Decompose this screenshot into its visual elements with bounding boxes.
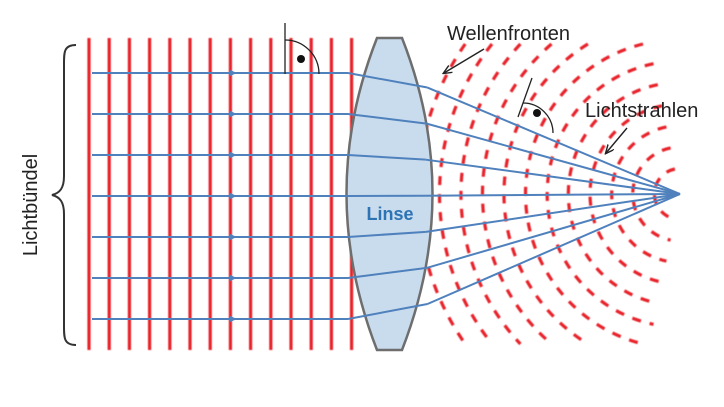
lens-label: Linse <box>366 204 413 224</box>
ray-in-lens <box>347 113 427 125</box>
ray-in-lens <box>347 230 426 238</box>
converging-wavefront <box>523 42 644 346</box>
converging-wavefront <box>437 43 494 345</box>
bundle-label: Lichtbündel <box>20 154 42 256</box>
plane-wavefronts <box>87 38 354 350</box>
lens <box>345 36 434 352</box>
ray-converging <box>427 193 681 305</box>
rays-callout-arrow <box>606 127 628 153</box>
wavefronts-callout-arrow <box>444 48 485 73</box>
ray-in-lens <box>347 303 428 320</box>
right-angle-marker-top <box>284 23 320 75</box>
converging-wavefront <box>631 146 671 242</box>
converging-wavefronts <box>416 42 676 346</box>
converging-wavefront <box>480 42 553 346</box>
ray-converging <box>425 158 681 195</box>
light-rays <box>92 70 681 322</box>
right-angle-marker-curved <box>517 77 554 134</box>
converging-wavefront <box>652 167 676 221</box>
bundle-brace <box>51 44 77 346</box>
converging-wavefront <box>459 42 522 346</box>
ray-converging <box>426 193 681 269</box>
rays-label: Lichtstrahlen <box>585 100 698 122</box>
ray-converging <box>426 122 681 195</box>
ray-converging <box>425 193 681 197</box>
ray-converging <box>427 86 681 195</box>
ray-converging <box>425 193 681 233</box>
ray-in-lens <box>347 154 426 161</box>
converging-wavefront <box>416 43 467 345</box>
ray-in-lens <box>347 266 427 279</box>
ray-in-lens <box>347 72 428 89</box>
converging-wavefront <box>502 42 589 346</box>
wavefronts-label: Wellenfronten <box>447 23 570 45</box>
